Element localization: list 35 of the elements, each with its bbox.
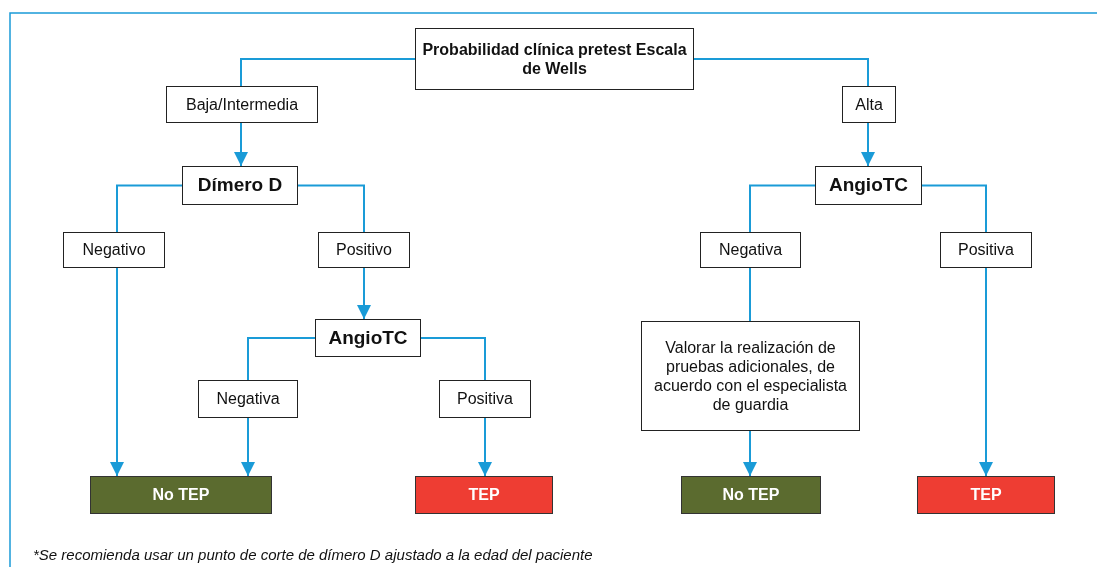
arrow bbox=[861, 122, 875, 167]
connector-line bbox=[749, 184, 816, 233]
result-box: No TEP bbox=[681, 476, 821, 514]
branch-label: Positivo bbox=[318, 232, 410, 268]
note-box: Valorar la realización de pruebas adicionales, de acuerdo con el especialista de guardia bbox=[641, 321, 860, 431]
connector-line bbox=[297, 184, 365, 233]
arrow bbox=[357, 267, 371, 320]
connector-line bbox=[116, 184, 183, 233]
arrow bbox=[478, 417, 492, 477]
process-box: Dímero D bbox=[182, 166, 298, 205]
result-box: No TEP bbox=[90, 476, 272, 514]
arrow bbox=[110, 267, 124, 477]
connector-line bbox=[247, 337, 316, 381]
connector-line bbox=[749, 267, 751, 322]
result-box: TEP bbox=[415, 476, 553, 514]
connector-line bbox=[420, 337, 486, 381]
arrow bbox=[979, 267, 993, 477]
footnote: *Se recomienda usar un punto de corte de dímero D ajustado a la edad del paciente bbox=[33, 546, 593, 563]
process-box: AngioTC bbox=[315, 319, 421, 357]
result-box: TEP bbox=[917, 476, 1055, 514]
process-box: Probabilidad clínica pretest Escala de Wells bbox=[415, 28, 694, 90]
arrow bbox=[241, 417, 255, 477]
branch-label: Positiva bbox=[940, 232, 1032, 268]
branch-label: Negativa bbox=[700, 232, 801, 268]
connector-line bbox=[240, 58, 416, 87]
branch-label: Alta bbox=[842, 86, 896, 123]
arrow bbox=[234, 122, 248, 167]
branch-label: Positiva bbox=[439, 380, 531, 418]
branch-label: Negativo bbox=[63, 232, 165, 268]
branch-label: Negativa bbox=[198, 380, 298, 418]
branch-label: Baja/Intermedia bbox=[166, 86, 318, 123]
process-box: AngioTC bbox=[815, 166, 922, 205]
connector-line bbox=[921, 184, 987, 233]
arrow bbox=[743, 430, 757, 477]
connector-line bbox=[693, 58, 869, 87]
